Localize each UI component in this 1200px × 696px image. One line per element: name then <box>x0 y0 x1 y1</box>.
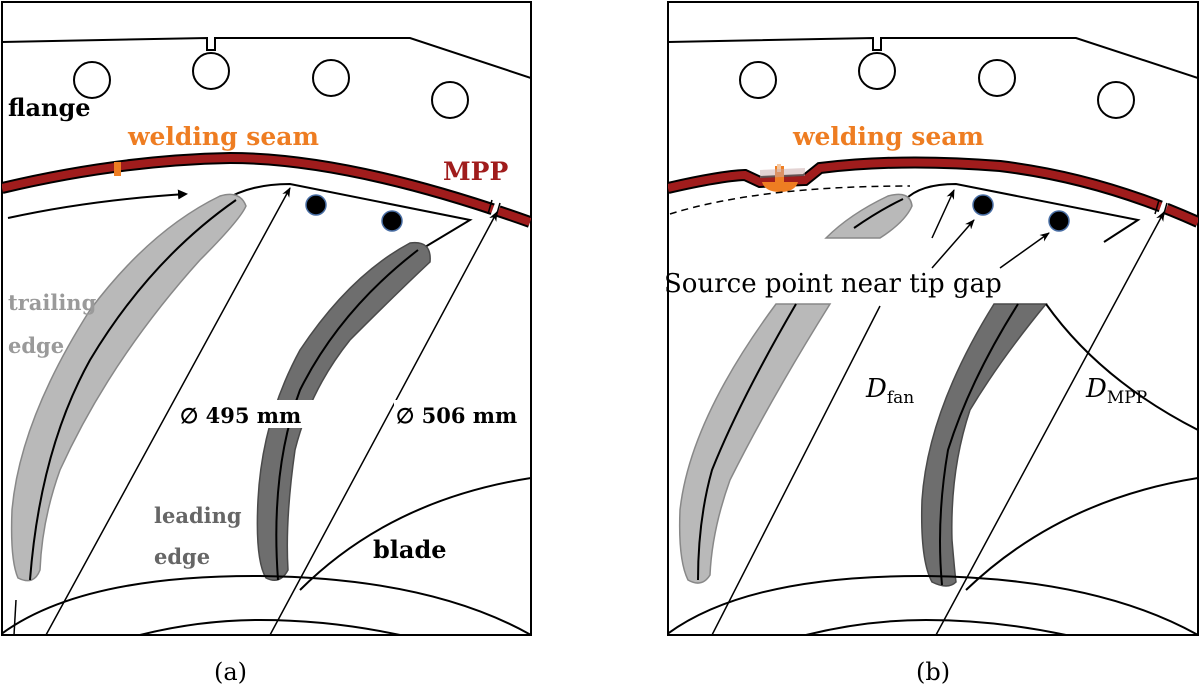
bolt-hole <box>739 61 777 99</box>
diameter-506-label: ∅ 506 mm <box>396 403 517 428</box>
blade-tip-outline <box>904 182 1141 243</box>
source-point <box>1048 210 1070 232</box>
leading-camber-line <box>939 303 1019 586</box>
dmpp-line <box>935 211 1165 635</box>
dmpp-label: DMPP <box>1085 374 1147 408</box>
panel-a: flange welding seam MPP trailing edge le… <box>1 1 532 686</box>
leading-edge-label-2: edge <box>154 544 210 569</box>
source-point-label: Source point near tip gap <box>664 269 1002 299</box>
bolt-hole <box>978 59 1016 97</box>
diameter-495-label: ∅ 495 mm <box>180 403 301 428</box>
trailing-camber-line <box>29 199 237 581</box>
fan-diameter-dashed <box>669 185 911 215</box>
caption-a: (a) <box>214 658 247 686</box>
bolt-hole <box>73 61 111 99</box>
rotation-arrow <box>7 189 188 219</box>
bolt-hole <box>1097 81 1135 119</box>
source-pointer-arrow <box>999 232 1050 269</box>
flange-outline <box>2 36 531 79</box>
blade-outline-edge <box>965 477 1198 591</box>
dfan-line <box>711 305 881 635</box>
leading-edge-label-1: leading <box>154 503 242 528</box>
bolt-hole <box>858 52 896 90</box>
hub-arc-inner <box>139 618 401 635</box>
dfan-label: Dfan <box>865 374 914 408</box>
bolt-hole <box>431 81 469 119</box>
trailing-edge-label-2: edge <box>8 333 64 358</box>
dfan-line-top <box>931 189 955 239</box>
mpp-band <box>2 153 531 226</box>
hub-arc-inner <box>805 618 1067 635</box>
panel-b: welding seam Source point near tip gap D… <box>664 1 1199 686</box>
source-pointer-arrow <box>931 219 975 269</box>
bolt-hole <box>312 59 350 97</box>
weld-mark <box>114 162 121 176</box>
diameter-506-line <box>269 211 498 635</box>
weld-bead <box>762 182 798 192</box>
trailing-edge-label-1: trailing <box>8 290 97 315</box>
mpp-band <box>668 158 1198 226</box>
diameter-495-line <box>45 187 291 635</box>
source-point <box>381 210 403 232</box>
trailing-camber-line <box>697 303 797 581</box>
bolt-hole <box>192 52 230 90</box>
hub-arc-outer <box>668 574 1198 635</box>
d506-label-bg <box>394 400 530 428</box>
flange-outline <box>668 36 1198 79</box>
source-point <box>972 194 994 216</box>
leading-blade <box>920 303 1048 587</box>
blade-label: blade <box>373 535 447 564</box>
welding-seam-label: welding seam <box>127 122 319 151</box>
blade-outline-edge <box>299 477 531 591</box>
caption-b: (b) <box>916 658 950 686</box>
d495-label-bg <box>178 400 314 428</box>
flange-label: flange <box>8 93 91 122</box>
welding-seam-label: welding seam <box>792 122 984 151</box>
leading-camber-line <box>275 249 419 581</box>
source-point <box>305 194 327 216</box>
hub-arc-outer <box>2 574 531 635</box>
trailing-blade-bottom <box>678 303 832 584</box>
mpp-label: MPP <box>443 157 508 186</box>
trailing-blade <box>10 193 247 582</box>
